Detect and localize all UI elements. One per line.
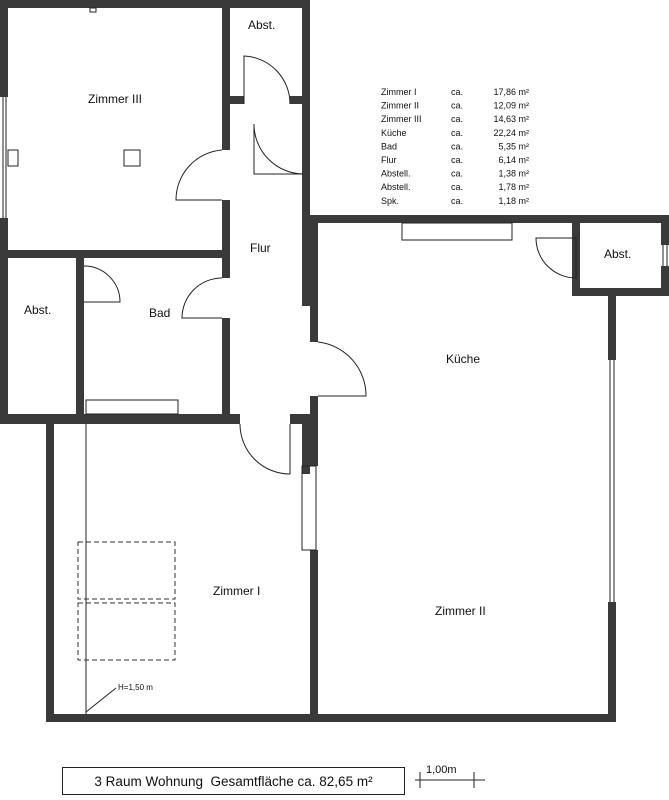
area-ca: ca.: [451, 101, 463, 111]
chimney-symbol: [123, 149, 141, 167]
wall: [290, 414, 310, 424]
wall: [222, 200, 230, 258]
area-ca: ca.: [451, 182, 463, 192]
area-room-name: Abstell.: [381, 169, 411, 179]
doors: [83, 55, 577, 551]
wall: [76, 258, 84, 424]
wall: [608, 602, 616, 722]
wall: [310, 396, 318, 466]
wall: [661, 266, 669, 296]
area-value: 22,24 m²: [493, 128, 529, 138]
door-swing: [181, 277, 223, 319]
area-room-name: Zimmer I: [381, 87, 417, 97]
door-swing: [535, 237, 577, 279]
windows: [2, 7, 668, 602]
skylight: [77, 602, 176, 661]
door-swing: [243, 55, 291, 105]
window-frame: [89, 7, 97, 13]
room-label-kueche: Küche: [446, 352, 480, 366]
door-swing: [175, 149, 223, 201]
area-ca: ca.: [451, 155, 463, 165]
wall: [0, 414, 240, 424]
wall: [302, 0, 310, 306]
area-value: 1,38 m²: [498, 169, 529, 179]
window-frame: [401, 222, 513, 241]
wall: [222, 258, 230, 278]
wall: [310, 223, 318, 306]
wall: [302, 215, 669, 223]
area-room-name: Abstell.: [381, 182, 411, 192]
area-value: 12,09 m²: [493, 101, 529, 111]
area-value: 1,18 m²: [498, 196, 529, 206]
wall: [0, 0, 310, 8]
door-panel: [301, 465, 317, 551]
area-ca: ca.: [451, 87, 463, 97]
wall: [222, 96, 244, 104]
door-swing: [83, 265, 121, 303]
room-label-flur: Flur: [250, 241, 271, 255]
scale-label: 1,00m: [426, 764, 457, 776]
room-label-zimmer3: Zimmer III: [88, 92, 142, 106]
scale-bar: [415, 772, 485, 788]
area-ca: ca.: [451, 114, 463, 124]
wall: [222, 0, 230, 150]
area-value: 1,78 m²: [498, 182, 529, 192]
wall: [290, 96, 310, 104]
area-table: Zimmer I ca. 17,86 m² Zimmer II ca. 12,09 m² Z…: [381, 87, 529, 206]
area-value: 6,14 m²: [498, 155, 529, 165]
area-room-name: Zimmer III: [381, 114, 422, 124]
wall: [0, 250, 230, 258]
room-label-abst-top: Abst.: [248, 18, 275, 32]
skylight: [77, 541, 176, 600]
area-ca: ca.: [451, 196, 463, 206]
room-label-zimmer1: Zimmer I: [213, 584, 260, 598]
height-pointer: [85, 687, 117, 713]
room-label-zimmer2: Zimmer II: [435, 604, 486, 618]
area-room-name: Küche: [381, 128, 407, 138]
window-frame: [85, 399, 179, 415]
wall: [46, 714, 616, 722]
wall: [608, 296, 616, 360]
room-label-abst-left: Abst.: [24, 303, 51, 317]
wall: [222, 318, 230, 424]
wall: [302, 424, 310, 474]
door-swing: [239, 423, 291, 475]
walls: [0, 0, 669, 722]
wall: [572, 288, 669, 296]
area-ca: ca.: [451, 128, 463, 138]
door-swing: [317, 341, 367, 397]
wall: [46, 424, 54, 722]
radiator-symbol: [7, 149, 19, 167]
door-swing: [253, 123, 305, 175]
area-value: 5,35 m²: [498, 141, 529, 151]
wall: [0, 0, 8, 97]
height-note: H=1,50 m: [118, 683, 153, 692]
area-room-name: Spk.: [381, 196, 399, 206]
room-label-abst-right: Abst.: [604, 247, 631, 261]
area-value: 17,86 m²: [493, 87, 529, 97]
area-ca: ca.: [451, 169, 463, 179]
area-room-name: Zimmer II: [381, 101, 419, 111]
area-ca: ca.: [451, 141, 463, 151]
room-label-bad: Bad: [149, 306, 170, 320]
area-value: 14,63 m²: [493, 114, 529, 124]
area-room-name: Flur: [381, 155, 397, 165]
wall: [310, 550, 318, 722]
area-room-name: Bad: [381, 141, 397, 151]
wall: [0, 218, 8, 424]
total-area-box: 3 Raum Wohnung Gesamtfläche ca. 82,65 m²: [62, 767, 405, 795]
wall: [310, 306, 318, 342]
wall: [661, 215, 669, 245]
